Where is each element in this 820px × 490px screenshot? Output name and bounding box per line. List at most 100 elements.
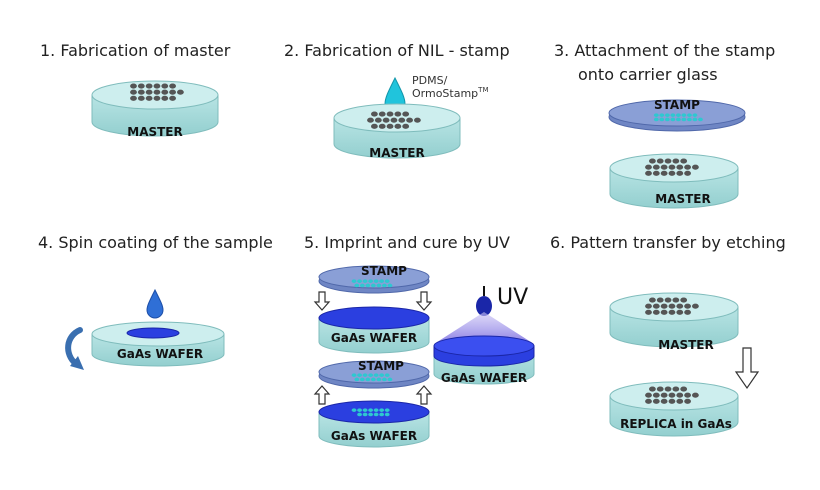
pattern-dot (161, 89, 169, 95)
pattern-dot (402, 123, 410, 129)
pattern-dot (379, 408, 385, 412)
pattern-dot (379, 279, 385, 283)
pattern-dot (367, 117, 374, 123)
pattern-dot (660, 164, 668, 170)
pattern-dot (668, 309, 676, 315)
step-6: 6. Pattern transfer by etching MASTER RE… (550, 233, 786, 437)
pattern-dot (384, 279, 390, 283)
replica-label: REPLICA in GaAs (620, 417, 732, 431)
pattern-dot (653, 117, 659, 122)
pattern-dot (672, 158, 680, 164)
down-arrow-icon (313, 291, 331, 311)
pattern-dot (370, 377, 376, 382)
pattern-dot (652, 398, 660, 404)
pattern-dot (357, 412, 362, 417)
pattern-dot (681, 113, 687, 117)
pattern-dot (684, 392, 691, 398)
step-4: 4. Spin coating of the sample GaAs WAFER (38, 233, 273, 370)
pattern-dot (357, 279, 362, 283)
pattern-dot (414, 117, 421, 123)
master-label-6: MASTER (658, 338, 714, 352)
pattern-dot (664, 117, 670, 122)
uv-light-cone (434, 312, 534, 344)
stamp-label-5a: STAMP (361, 264, 407, 278)
pattern-dot (668, 392, 676, 398)
pattern-dot (351, 279, 357, 283)
pattern-dot (692, 113, 698, 117)
pattern-dot (387, 283, 393, 288)
pdms-label-line2: OrmoStampTM (412, 86, 489, 100)
master-label-1: MASTER (127, 125, 183, 139)
pattern-dot (368, 412, 374, 417)
uv-label: UV (497, 285, 528, 310)
pattern-dot (376, 283, 382, 288)
droplet-icon (146, 288, 164, 319)
pattern-dot (684, 309, 691, 315)
pattern-dot (373, 279, 379, 283)
pattern-dot (370, 283, 376, 288)
pattern-dot (368, 373, 374, 377)
step-1: 1. Fabrication of master MASTER (40, 41, 231, 139)
pattern-dot (664, 158, 672, 164)
pattern-dot (660, 303, 668, 309)
pattern-dot (145, 89, 153, 95)
pattern-dot (371, 111, 378, 117)
wafer-label-5b: GaAs WAFER (331, 429, 417, 443)
master-pattern-dots-3 (645, 158, 699, 176)
pattern-dot (153, 89, 161, 95)
pattern-dot (161, 95, 169, 101)
pattern-dot (368, 408, 374, 412)
step-5-title: 5. Imprint and cure by UV (304, 233, 510, 252)
pattern-dot (357, 373, 362, 377)
step-3-title-line2: onto carrier glass (578, 65, 718, 84)
stamp-pattern-dots-5b (351, 373, 393, 382)
pattern-dot (676, 392, 684, 398)
step-3-title-line1: 3. Attachment of the stamp (554, 41, 775, 60)
pattern-dot (656, 386, 664, 392)
pattern-dot (645, 309, 652, 315)
pattern-dot (687, 117, 692, 122)
pattern-dot (660, 398, 668, 404)
pattern-dot (386, 111, 394, 117)
pattern-dot (692, 117, 698, 122)
pattern-dot (378, 111, 386, 117)
pattern-dot (645, 398, 652, 404)
replica-pattern-dots (645, 386, 699, 404)
step-4-title: 4. Spin coating of the sample (38, 233, 273, 252)
pattern-dot (384, 412, 390, 417)
step-5: 5. Imprint and cure by UV STAMP GaAs WAF… (304, 233, 535, 448)
pattern-dot (398, 117, 406, 123)
pattern-dot (371, 123, 378, 129)
pattern-dot (368, 279, 374, 283)
replica-disk: REPLICA in GaAs (609, 381, 739, 437)
step-6-title: 6. Pattern transfer by etching (550, 233, 786, 252)
master-pattern-dots-6 (645, 297, 699, 315)
stamp-pattern-dots-5a (351, 279, 393, 288)
pattern-dot (351, 373, 357, 377)
pattern-dot (656, 297, 664, 303)
pattern-dot (681, 117, 687, 122)
pattern-dot (373, 373, 379, 377)
master-disk-2: MASTER (333, 103, 461, 160)
stamp-5-top: STAMP (318, 264, 430, 294)
master-pattern-dots-2 (367, 111, 421, 129)
pattern-dot (362, 412, 368, 417)
pattern-dot (373, 408, 379, 412)
pattern-dot (649, 297, 656, 303)
pattern-dot (362, 279, 368, 283)
pattern-dot (161, 83, 169, 89)
pattern-dot (652, 392, 660, 398)
master-pattern-dots (130, 83, 184, 101)
wafer-disk-4: GaAs WAFER (91, 321, 225, 367)
pattern-dot (675, 113, 681, 117)
down-arrow-icon (734, 347, 760, 390)
step-1-title: 1. Fabrication of master (40, 41, 231, 60)
pattern-dot (652, 170, 660, 176)
pattern-dot (362, 408, 368, 412)
pattern-dot (153, 83, 161, 89)
pattern-dot (660, 309, 668, 315)
pattern-dot (656, 158, 664, 164)
pattern-dot (130, 83, 137, 89)
pattern-dot (374, 117, 382, 123)
